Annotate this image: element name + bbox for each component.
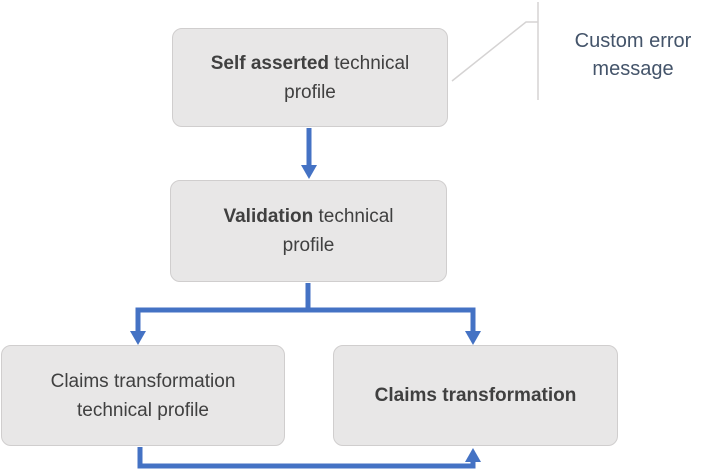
node-label-line: profile <box>284 78 336 107</box>
node-label-bold: Claims transformation <box>374 385 577 406</box>
node-label-rest: technical profile <box>76 399 210 421</box>
node-label-rest: technical <box>313 206 394 227</box>
node-label-line: profile <box>283 231 335 260</box>
node-label-rest: profile <box>282 235 335 256</box>
callout-custom-error-message: Custom error message <box>574 30 692 80</box>
node-label-line: Claims transformation <box>375 381 577 410</box>
node-label-line: Claims transformation <box>51 367 236 396</box>
arrowhead-down-validation <box>301 165 317 179</box>
arrowhead-down-claims-tp <box>130 331 146 345</box>
node-claims-transformation[interactable]: Claims transformation <box>333 345 618 446</box>
node-label-rest: profile <box>284 81 336 103</box>
node-label-bold: Validation <box>223 206 314 227</box>
node-label-line: Self asserted technical <box>211 49 410 78</box>
node-label-bold: Self asserted <box>210 52 329 74</box>
node-label-rest: technical <box>329 52 410 74</box>
arrowhead-up-claims-transformation <box>465 448 481 462</box>
connector-bottom <box>137 447 476 469</box>
node-label-line: technical profile <box>77 396 209 425</box>
callout-leader-line <box>451 21 538 82</box>
node-claims-transformation-technical-profile[interactable]: Claims transformation technical profile <box>1 345 285 446</box>
node-validation-technical-profile[interactable]: Validation technical profile <box>170 180 447 282</box>
node-label-rest: Claims transformation <box>50 370 236 392</box>
arrowhead-down-claims-transformation <box>465 331 481 345</box>
node-label-line: Validation technical <box>223 202 393 231</box>
connector-branch <box>135 307 476 332</box>
node-self-asserted-technical-profile[interactable]: Self asserted technical profile <box>172 28 448 127</box>
